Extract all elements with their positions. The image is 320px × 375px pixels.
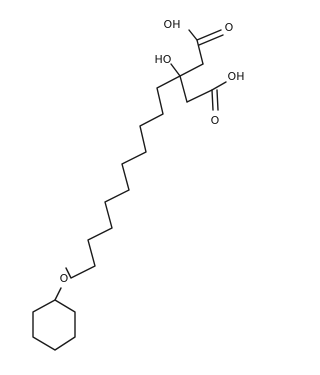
- ether-o-label: O: [60, 272, 69, 285]
- carboxylic-acid-lower: [179, 75, 227, 111]
- bond-c-o-lower-b: [216, 89, 219, 111]
- bond-c-oh-lower: [211, 81, 227, 91]
- acid-upper-o-label: O: [225, 21, 234, 34]
- cyclohexane-ring: [32, 299, 76, 351]
- bond-quaternary-ch2-lower: [179, 75, 188, 103]
- hydroxyl-label: HO: [155, 53, 172, 66]
- bond-c-ch2-upper: [196, 39, 204, 65]
- bond-ch2-quaternary: [179, 63, 204, 77]
- bond-c-oh-upper: [188, 29, 198, 41]
- quaternary-carbon: [170, 63, 181, 77]
- structure-canvas: OH O HO OH O O: [32, 18, 245, 351]
- bond-ch2-c-lower: [186, 89, 213, 103]
- structure-diagram: OH O HO OH O O: [32, 18, 245, 351]
- bond-c-o-upper-a: [196, 29, 222, 41]
- acid-upper-oh-label: OH: [164, 18, 181, 31]
- bond-c-o-lower-a: [211, 89, 214, 111]
- bond-ether-ring: [54, 287, 62, 301]
- bond-c-o-upper-b: [198, 34, 224, 46]
- acid-lower-oh-label: OH: [228, 70, 245, 83]
- alkyl-chain-backbone: [65, 75, 181, 279]
- acid-lower-o-label: O: [211, 114, 220, 127]
- cyclohexyl-ether: [32, 287, 76, 351]
- bond-c-hydroxyl: [170, 63, 181, 77]
- carboxylic-acid-upper: [179, 29, 224, 77]
